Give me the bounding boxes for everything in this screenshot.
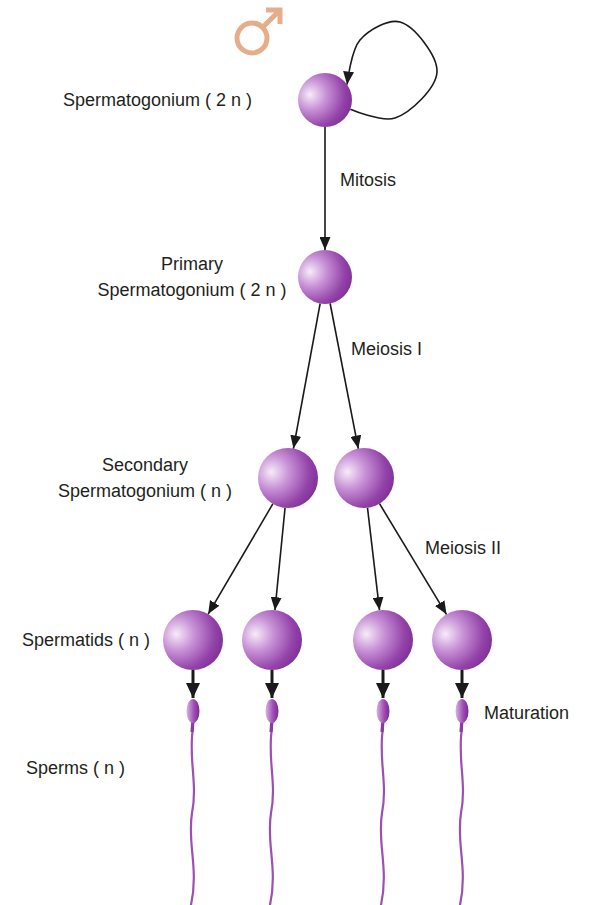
cell-circle xyxy=(334,448,394,508)
division-arrow xyxy=(367,508,379,610)
division-arrow xyxy=(382,670,385,698)
cell-body xyxy=(334,448,394,508)
male-symbol xyxy=(237,10,280,53)
division-arrow xyxy=(380,504,447,615)
division-arrow xyxy=(293,304,320,449)
process-label: Mitosis xyxy=(340,169,396,191)
sperm-shape xyxy=(447,698,477,905)
division-arrow xyxy=(275,508,285,610)
sperm-tail xyxy=(460,728,463,905)
division-arrow xyxy=(324,127,326,250)
division-arrow xyxy=(192,670,195,698)
cell-body xyxy=(258,448,318,508)
sperm-head xyxy=(187,699,200,723)
cell-circle xyxy=(353,610,413,670)
division-arrow xyxy=(461,670,464,698)
cell-node xyxy=(353,610,413,670)
sperm-node xyxy=(368,698,398,905)
cell-node xyxy=(432,610,492,670)
division-arrow xyxy=(208,504,273,614)
stage-label: Primary Spermatogonium ( 2 n ) xyxy=(94,251,290,303)
cell-circle xyxy=(432,610,492,670)
sperm-tail xyxy=(270,728,273,905)
cell-body xyxy=(353,610,413,670)
process-label: Meiosis II xyxy=(425,537,501,559)
sperm-head xyxy=(456,699,469,723)
division-arrow xyxy=(330,304,358,449)
cell-body xyxy=(242,610,302,670)
cell-circle xyxy=(163,610,223,670)
cell-body xyxy=(163,610,223,670)
cell-circle xyxy=(298,250,352,304)
sperm-tail xyxy=(381,728,384,905)
sperm-shape xyxy=(257,698,287,905)
sperm-node xyxy=(257,698,287,905)
sperm-shape xyxy=(368,698,398,905)
cell-circle xyxy=(258,448,318,508)
sperm-tail xyxy=(191,728,194,905)
division-arrow xyxy=(271,670,274,698)
cell-body xyxy=(298,73,352,127)
cell-circle xyxy=(242,610,302,670)
stage-label: Spermatids ( n ) xyxy=(22,627,150,653)
stage-label: Spermatogonium ( 2 n ) xyxy=(63,87,252,113)
process-label: Maturation xyxy=(484,702,569,724)
cell-circle xyxy=(298,73,352,127)
cell-node xyxy=(334,448,394,508)
sperm-node xyxy=(447,698,477,905)
cell-node xyxy=(242,610,302,670)
cell-node: Secondary Spermatogonium ( n ) xyxy=(258,448,318,508)
cell-node: Primary Spermatogonium ( 2 n ) xyxy=(298,250,352,304)
sperm-shape xyxy=(178,698,208,905)
stage-label: Secondary Spermatogonium ( n ) xyxy=(47,452,243,504)
sperm-head xyxy=(266,699,279,723)
cell-body xyxy=(432,610,492,670)
cell-node: Spermatogonium ( 2 n ) xyxy=(298,73,352,127)
sperm-head xyxy=(377,699,390,723)
self-renewal-arrow xyxy=(347,21,437,118)
stage-label: Sperms ( n ) xyxy=(26,755,125,781)
cell-node: Spermatids ( n ) xyxy=(163,610,223,670)
process-label: Meiosis I xyxy=(351,338,422,360)
sperm-node: Sperms ( n ) xyxy=(178,698,208,905)
cell-body xyxy=(298,250,352,304)
